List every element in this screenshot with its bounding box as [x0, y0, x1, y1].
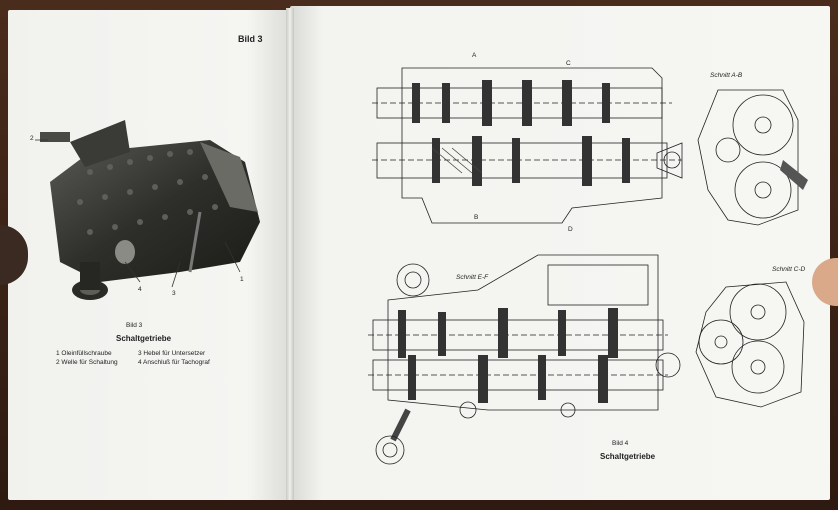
- label-b: B: [474, 214, 479, 221]
- callout-2: 2: [30, 135, 34, 142]
- section-ab-label: Schnitt A-B: [710, 72, 743, 79]
- callout-4: 4: [138, 286, 142, 293]
- bottom-section-drawing: [368, 254, 681, 465]
- top-section-drawing: [372, 67, 683, 224]
- left-caption-number: Bild 3: [126, 322, 143, 329]
- gearbox-photo: [35, 120, 260, 300]
- legend-item-3: 3 Hebel für Untersetzer: [138, 350, 206, 357]
- callout-1: 1: [240, 276, 244, 283]
- book-gutter: [286, 8, 294, 500]
- left-page-header: Bild 3: [238, 34, 263, 44]
- right-caption-title: Schaltgetriebe: [600, 452, 656, 461]
- section-ab-drawing: [697, 89, 808, 226]
- right-caption-number: Bild 4: [612, 440, 629, 447]
- label-d: D: [568, 226, 573, 233]
- left-caption-title: Schaltgetriebe: [116, 334, 172, 343]
- label-c: C: [566, 60, 571, 67]
- legend-item-1: 1 Oleinfüllschraube: [56, 350, 112, 357]
- label-a: A: [472, 52, 477, 59]
- callout-3: 3: [172, 290, 176, 297]
- section-cd-drawing: [695, 281, 805, 408]
- section-ef-label: Schnitt E-F: [456, 274, 489, 281]
- section-cd-label: Schnitt C-D: [772, 266, 806, 273]
- legend-item-4: 4 Anschluß für Tachograf: [138, 359, 210, 366]
- legend-item-2: 2 Welle für Schaltung: [56, 359, 118, 366]
